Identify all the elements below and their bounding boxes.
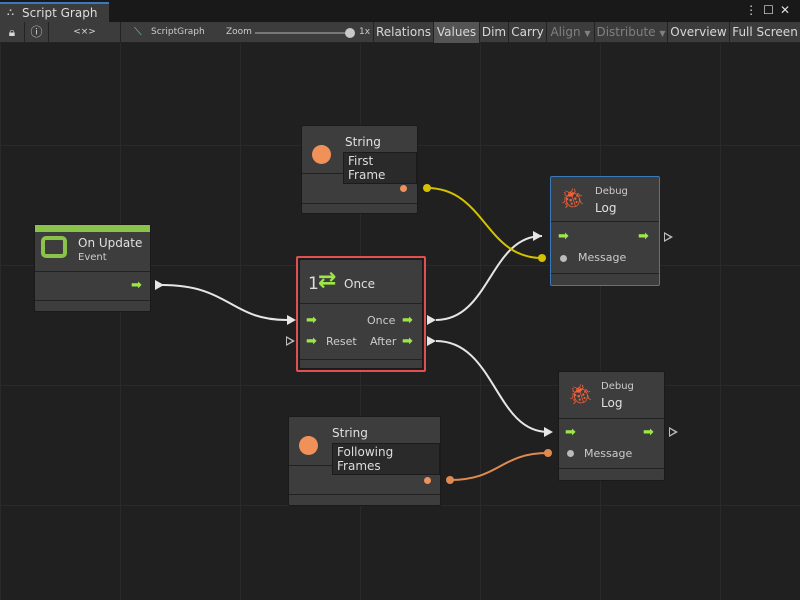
flow-output-arrow-icon[interactable]: ➡ (638, 229, 649, 244)
string-value-field[interactable]: Following Frames (332, 443, 440, 475)
hierarchy-icon: ⛬ (7, 7, 14, 18)
info-button[interactable]: ⓘ (25, 22, 49, 43)
output-port[interactable] (400, 185, 407, 192)
full-screen-button[interactable]: Full Screen (732, 25, 798, 39)
carry-button[interactable]: Carry (509, 22, 547, 43)
bug-icon: 🐞︎ (568, 382, 594, 406)
flow-in-port[interactable] (287, 315, 296, 325)
graph-breadcrumb[interactable]: ScriptGraph (151, 27, 205, 37)
flow-out-port[interactable] (664, 232, 673, 242)
graph-icon: ⟍ (134, 25, 142, 38)
flow-input-arrow-icon[interactable]: ➡ (565, 425, 576, 440)
toolbar: 🔒︎ ⓘ <×> ⟍ ScriptGraph Zoom 1x Relations… (0, 22, 800, 43)
once-out-port[interactable] (427, 315, 436, 325)
string-type-icon (299, 436, 318, 455)
maximize-icon[interactable]: ☐ (763, 3, 780, 17)
flow-input-arrow-icon[interactable]: ➡ (558, 229, 569, 244)
output-port[interactable] (424, 477, 431, 484)
zoom-slider-handle[interactable] (345, 28, 355, 38)
once-output-arrow-icon[interactable]: ➡ (402, 313, 413, 328)
close-icon[interactable]: ✕ (779, 3, 796, 17)
flow-output-arrow-icon[interactable]: ➡ (131, 278, 142, 293)
reset-input-arrow-icon[interactable]: ➡ (306, 334, 317, 349)
flow-out-port[interactable] (669, 427, 678, 437)
debug-log-node-1[interactable]: 🐞︎ Debug Log ➡ ➡ Message (550, 176, 660, 286)
dim-button[interactable]: Dim (480, 22, 509, 43)
flow-out-port[interactable] (155, 280, 164, 290)
distribute-dropdown[interactable]: Distribute ▼ (595, 22, 668, 43)
zoom-slider[interactable] (255, 32, 350, 34)
on-update-event-node[interactable]: On Update Event ➡ (34, 224, 151, 312)
zoom-label: Zoom (226, 27, 252, 37)
bug-icon: 🐞︎ (560, 186, 586, 210)
caret-down-icon: ▼ (659, 29, 666, 38)
lock-icon: 🔒︎ (8, 25, 16, 39)
more-icon[interactable]: ⋮ (745, 3, 764, 17)
string-value-field[interactable]: First Frame (343, 152, 417, 184)
selection-outline (296, 256, 426, 372)
message-port[interactable] (567, 450, 574, 457)
flow-input-arrow-icon[interactable]: ➡ (306, 313, 317, 328)
info-icon: ⓘ (30, 25, 43, 39)
update-loop-icon (41, 236, 67, 258)
flow-in-port[interactable] (544, 427, 553, 437)
string-node-first-frame[interactable]: String First Frame (301, 125, 418, 214)
tab-script-graph[interactable]: ⛬Script Graph (0, 2, 109, 22)
values-button[interactable]: Values (434, 22, 480, 43)
zoom-value: 1x (359, 27, 371, 37)
flow-output-arrow-icon[interactable]: ➡ (643, 425, 654, 440)
tab-bar: ⛬Script Graph ⋮☐✕ (0, 0, 800, 22)
debug-log-node-2[interactable]: 🐞︎ Debug Log ➡ ➡ Message (558, 371, 665, 481)
reset-in-port[interactable] (286, 336, 295, 346)
caret-down-icon: ▼ (584, 29, 591, 38)
after-out-port[interactable] (427, 336, 436, 346)
cycle-icon: ⇄ (318, 268, 337, 293)
relations-button[interactable]: Relations (373, 22, 434, 43)
overview-button[interactable]: Overview (668, 22, 730, 43)
flow-in-port[interactable] (533, 231, 542, 241)
message-port[interactable] (560, 255, 567, 262)
once-node[interactable]: 1 ⇄ Once ➡ Once ➡ ➡ Reset After ➡ (299, 259, 423, 369)
lock-button[interactable]: 🔒︎ (0, 22, 25, 43)
after-output-arrow-icon[interactable]: ➡ (402, 334, 413, 349)
event-accent-bar (35, 225, 150, 232)
string-node-following-frames[interactable]: String Following Frames (288, 416, 441, 506)
code-button[interactable]: <×> (49, 22, 121, 43)
window-buttons: ⋮☐✕ (745, 3, 796, 17)
string-type-icon (312, 145, 331, 164)
align-dropdown[interactable]: Align ▼ (547, 22, 595, 43)
